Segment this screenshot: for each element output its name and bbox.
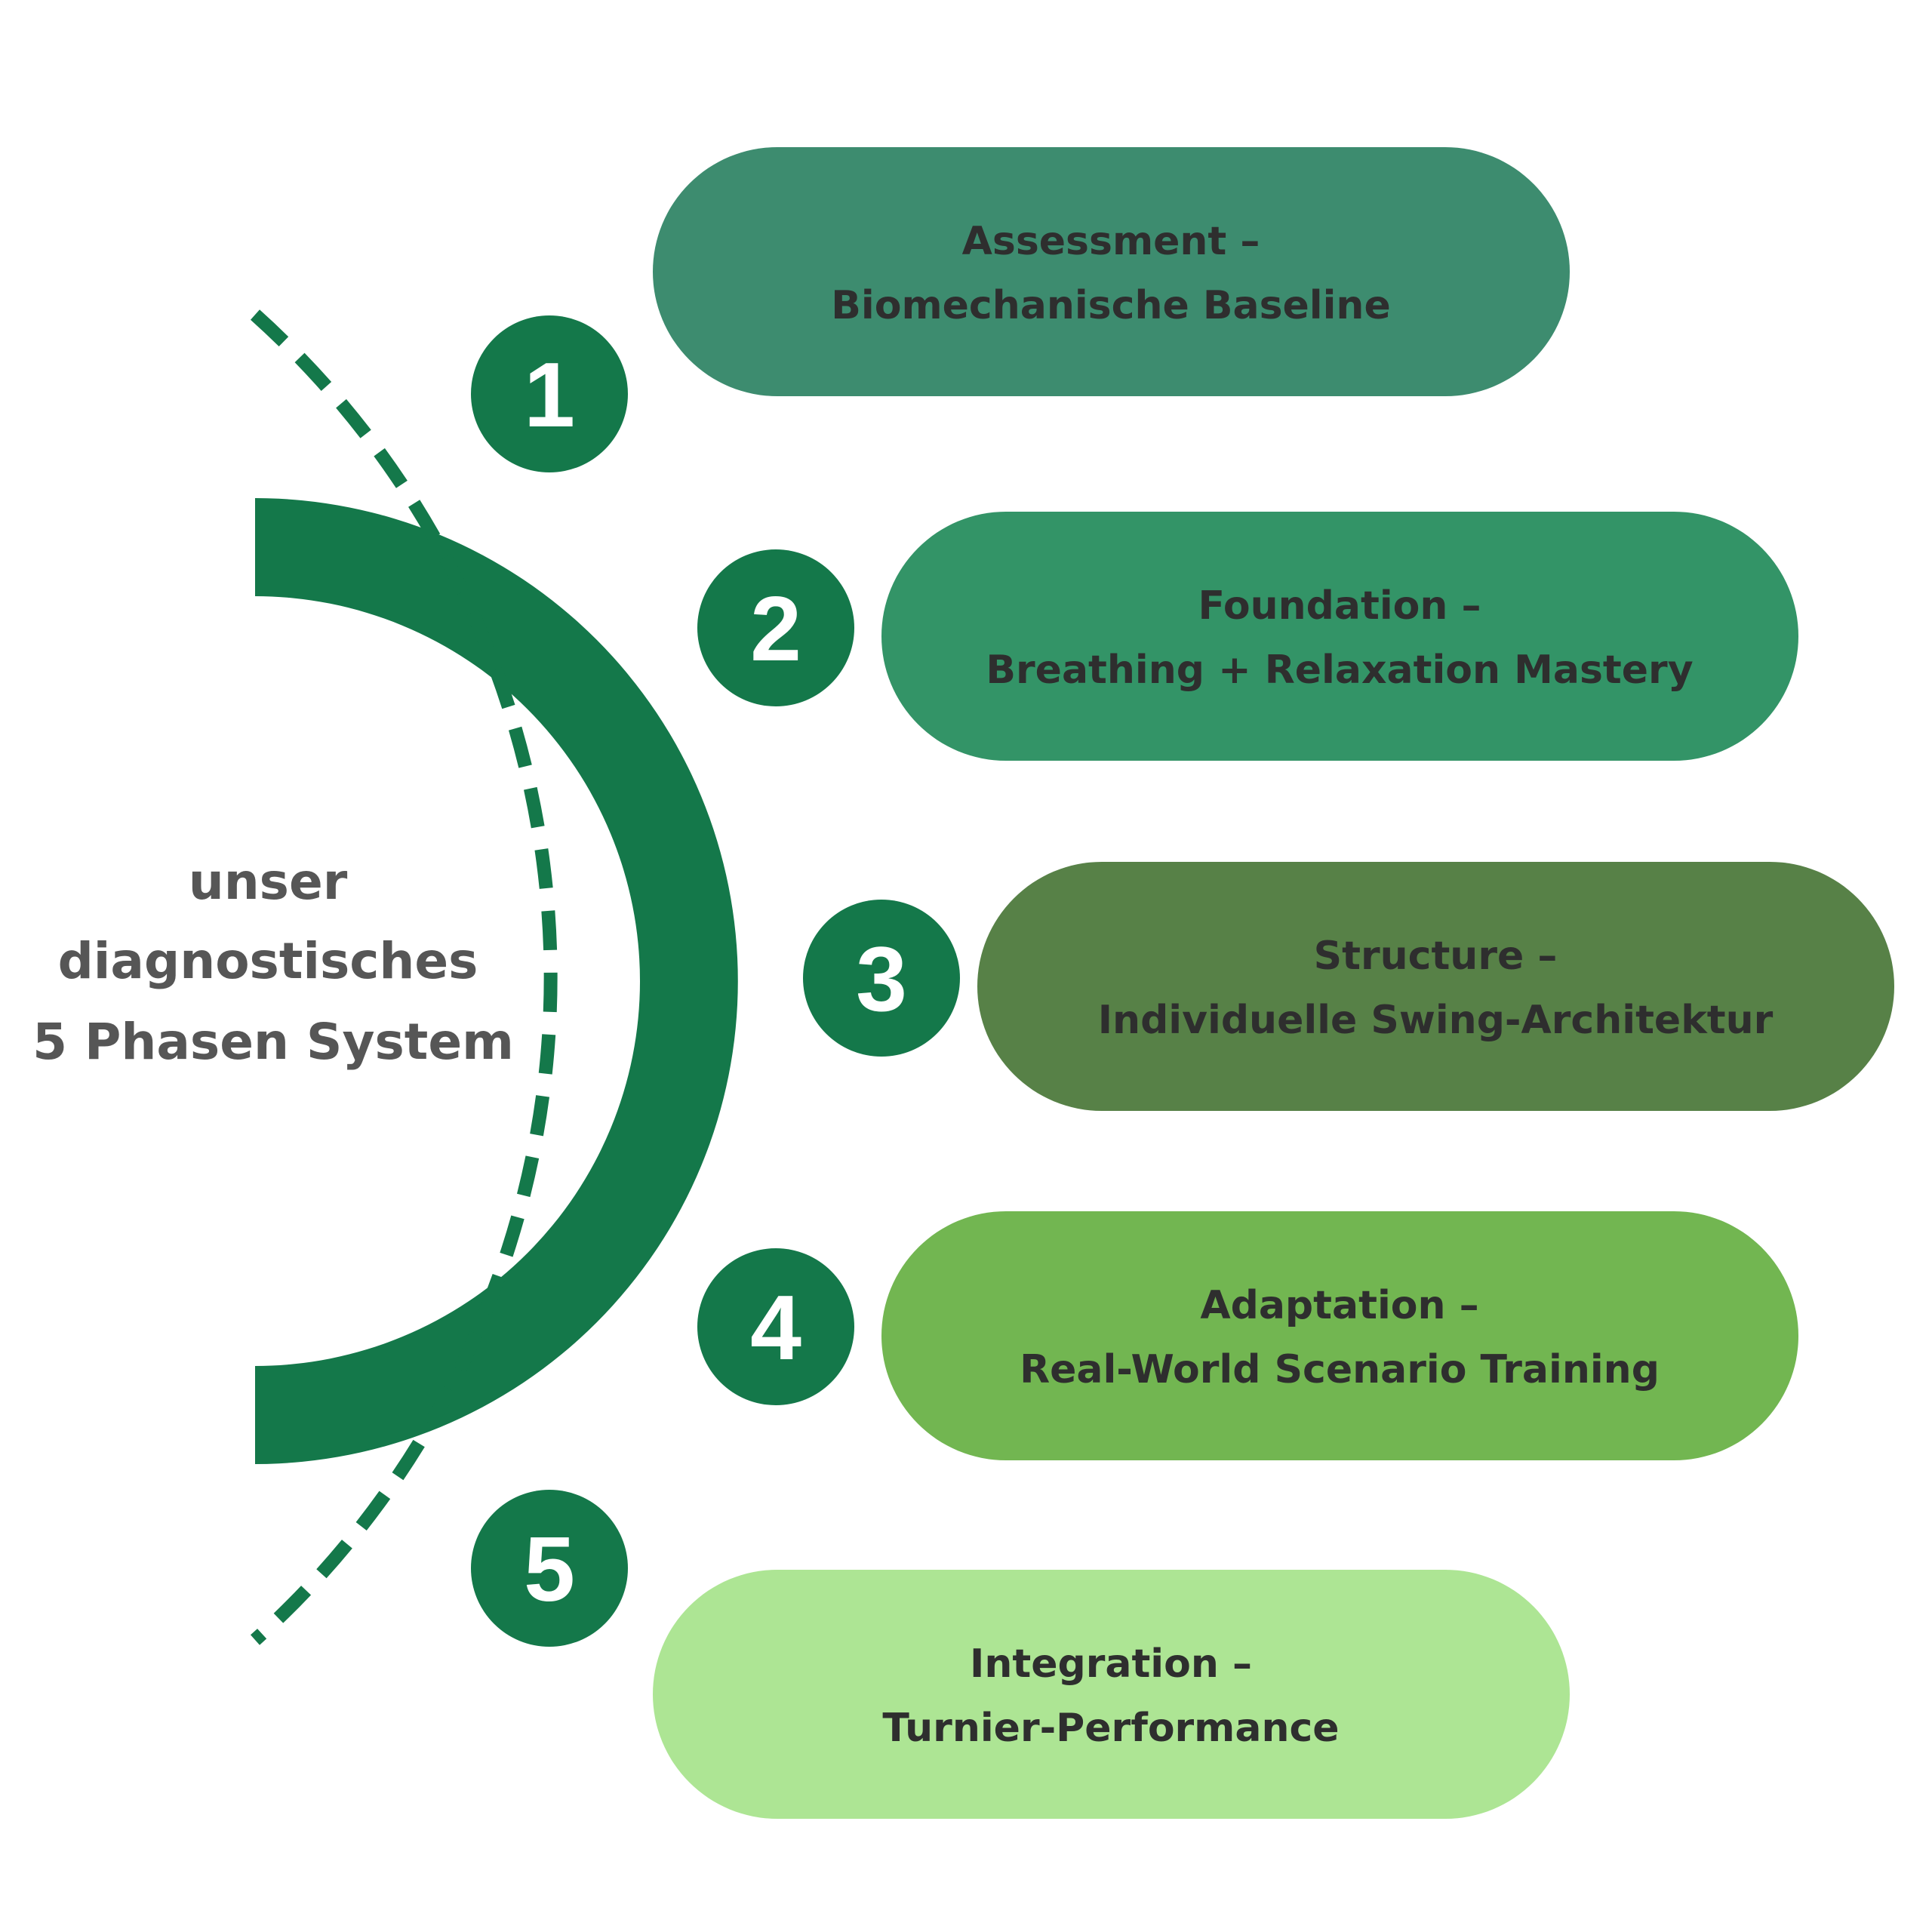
phase-2-pill	[881, 512, 1798, 761]
phase-3-pill	[977, 862, 1894, 1111]
phase-1-title: Assessment –	[962, 219, 1260, 264]
phase-4-number-circle	[697, 1248, 854, 1405]
dashed-outer-arc	[250, 309, 558, 1645]
phase-2-subtitle: Breathing + Relaxation Mastery	[986, 648, 1693, 693]
phase-5-number: 5	[524, 1518, 575, 1620]
phase-1-subtitle: Biomechanische Baseline	[831, 283, 1390, 328]
phase-5-subtitle: Turnier-Performance	[882, 1706, 1339, 1751]
phase-4: Adaptation – Real-World Scenario Trainin…	[697, 1211, 1798, 1460]
phase-3-subtitle: Individuelle Swing-Architektur	[1098, 998, 1774, 1043]
center-title-line-2: diagnostisches	[58, 932, 478, 990]
phase-5: Integration – Turnier-Performance 5	[471, 1490, 1570, 1819]
phase-2-title: Foundation –	[1198, 583, 1481, 629]
phase-2-number-circle	[697, 549, 854, 706]
phase-5-number-circle	[471, 1490, 628, 1647]
phase-3: Structure – Individuelle Swing-Architekt…	[803, 862, 1894, 1111]
solid-half-ring	[255, 498, 738, 1464]
phase-1-number: 1	[524, 343, 575, 446]
phase-2: Foundation – Breathing + Relaxation Mast…	[697, 512, 1798, 761]
phase-4-number: 4	[750, 1276, 801, 1379]
phase-4-subtitle: Real-World Scenario Training	[1020, 1347, 1660, 1392]
phase-5-pill	[653, 1570, 1570, 1819]
phase-2-number: 2	[750, 577, 801, 680]
phase-1-pill	[653, 147, 1570, 396]
phase-5-title: Integration –	[970, 1641, 1252, 1687]
phase-3-number: 3	[856, 928, 907, 1030]
phase-1-number-circle	[471, 315, 628, 472]
phase-3-number-circle	[803, 900, 960, 1057]
center-title-line-3: 5 Phasen System	[32, 1013, 514, 1071]
phase-4-title: Adaptation –	[1200, 1283, 1478, 1328]
phase-1: Assessment – Biomechanische Baseline 1	[471, 147, 1570, 472]
phase-4-pill	[881, 1211, 1798, 1460]
center-title-line-1: unser	[189, 853, 348, 911]
phase-3-title: Structure –	[1314, 934, 1558, 979]
